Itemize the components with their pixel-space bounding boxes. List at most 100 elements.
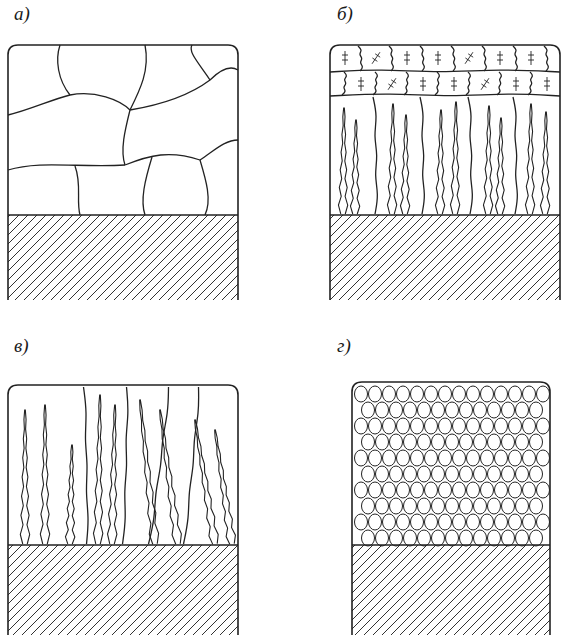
globular-grain (502, 402, 515, 418)
globular-grain (425, 418, 438, 434)
panel-outline (330, 45, 560, 300)
globular-grain (383, 386, 396, 402)
globular-grain (488, 402, 501, 418)
grain-boundary (373, 72, 377, 95)
globular-grain (418, 466, 431, 482)
globular-grain (516, 402, 529, 418)
dendrite (20, 410, 29, 544)
globular-grain (355, 418, 368, 434)
fine-grain-mark (388, 78, 396, 90)
fine-grain-mark (358, 77, 364, 91)
globular-grain (432, 530, 445, 546)
grain-boundary (358, 46, 362, 71)
grain-boundary (404, 72, 408, 95)
globular-grain (397, 514, 410, 530)
globular-grain (460, 498, 473, 514)
dendrite (65, 445, 74, 544)
grain-boundary (184, 387, 199, 544)
globular-grain (523, 418, 536, 434)
globular-grain (460, 402, 473, 418)
globular-grain (474, 530, 487, 546)
globular-grain (474, 434, 487, 450)
globular-grain (432, 466, 445, 482)
globular-grain (383, 450, 396, 466)
dendrite (140, 400, 159, 544)
globular-grain (495, 386, 508, 402)
globular-grain (425, 386, 438, 402)
globular-grain (376, 530, 389, 546)
fine-grain-mark (451, 77, 457, 91)
globular-grain (481, 386, 494, 402)
grain-boundary (451, 46, 455, 71)
globular-grain (439, 514, 452, 530)
globular-grain (390, 530, 403, 546)
grain-boundary (123, 387, 128, 544)
grain-boundary (84, 387, 89, 544)
globular-grain (411, 482, 424, 498)
fine-grain-mark (481, 78, 489, 90)
substrate-hatch (352, 545, 550, 635)
dendrite (40, 405, 49, 544)
globular-grain (523, 514, 536, 530)
globular-grain (369, 418, 382, 434)
globular-grain (502, 434, 515, 450)
globular-grain (481, 514, 494, 530)
globular-grain (453, 514, 466, 530)
dendrite (215, 430, 236, 544)
globular-grain (467, 514, 480, 530)
globular-grain (460, 434, 473, 450)
globular-grain (439, 418, 452, 434)
globular-grain (453, 386, 466, 402)
globular-grain (509, 386, 522, 402)
fusion-boundary (330, 214, 560, 216)
panel-label: а) (14, 4, 30, 23)
globular-grain (397, 482, 410, 498)
globular-grain (488, 466, 501, 482)
globular-grain (446, 498, 459, 514)
globular-grain (425, 514, 438, 530)
globular-grain (509, 482, 522, 498)
fine-grain-mark (497, 51, 503, 65)
dendrite (93, 395, 102, 544)
globular-grain (383, 514, 396, 530)
grain-boundary (544, 46, 548, 71)
globular-grain (439, 482, 452, 498)
globular-grain (537, 418, 550, 434)
globular-grain (516, 434, 529, 450)
globular-grain (362, 498, 375, 514)
dendrite (540, 112, 549, 214)
globular-grain (453, 482, 466, 498)
globular-grain (432, 498, 445, 514)
globular-grain (509, 418, 522, 434)
globular-grain (355, 514, 368, 530)
globular-grain (453, 418, 466, 434)
globular-grain (481, 450, 494, 466)
dendrite (338, 108, 347, 214)
globular-grain (397, 450, 410, 466)
globular-grain (362, 434, 375, 450)
dendrite (350, 120, 359, 214)
globular-grain (516, 498, 529, 514)
globular-grain (537, 450, 550, 466)
panel-label: г) (337, 336, 351, 355)
dendrite (108, 405, 117, 544)
globular-grain (530, 498, 543, 514)
globular-grain (404, 498, 417, 514)
globular-grain (418, 498, 431, 514)
panel-outline (352, 382, 550, 635)
grain-boundary (528, 72, 532, 95)
globular-grain (404, 402, 417, 418)
globular-grain (509, 514, 522, 530)
fine-grain-mark (420, 77, 426, 91)
substrate-hatch (8, 545, 238, 635)
globular-grain (474, 498, 487, 514)
globular-grain (488, 498, 501, 514)
globular-grain (425, 482, 438, 498)
globular-grain (397, 386, 410, 402)
globular-grain (418, 402, 431, 418)
globular-grain (446, 434, 459, 450)
globular-grain (397, 418, 410, 434)
dendrite (495, 118, 504, 214)
globular-grain (376, 498, 389, 514)
dendrite (483, 106, 492, 214)
